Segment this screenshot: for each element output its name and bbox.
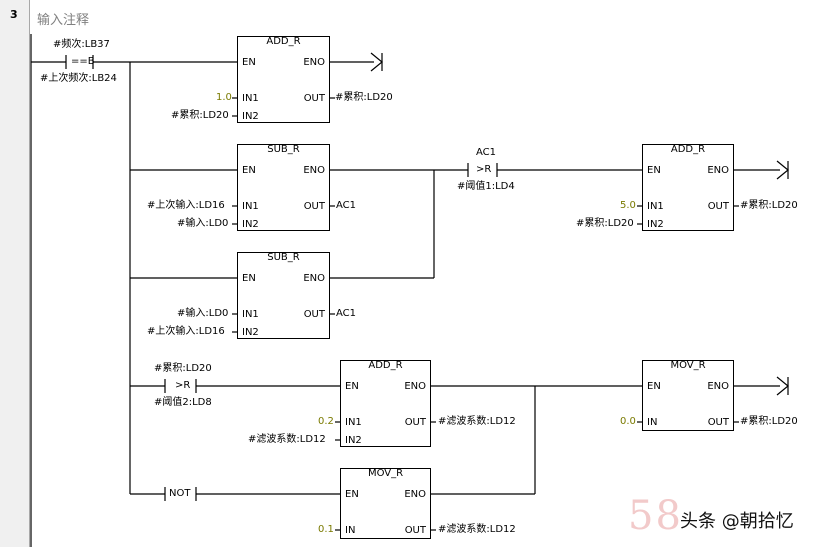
sub1-in2-value[interactable]: #输入:LD0 xyxy=(177,218,229,229)
in1-pin: IN1 xyxy=(345,417,362,428)
box-title: ADD_R xyxy=(266,36,301,47)
contact-eq-bottom-label: #上次频次:LB24 xyxy=(40,73,117,84)
in2-pin: IN2 xyxy=(345,435,362,446)
add-r-box-3[interactable]: ADD_R EN ENO IN1 OUT IN2 xyxy=(340,360,431,447)
box-title: ADD_R xyxy=(368,360,403,371)
in1-pin: IN1 xyxy=(242,201,259,212)
out-pin: OUT xyxy=(303,93,325,104)
add3-out-value[interactable]: #滤波系数:LD12 xyxy=(438,416,516,427)
add1-out-value[interactable]: #累积:LD20 xyxy=(335,92,393,103)
in2-pin: IN2 xyxy=(647,219,664,230)
eno-pin: ENO xyxy=(404,381,426,392)
eno-pin: ENO xyxy=(303,165,325,176)
en-pin: EN xyxy=(345,489,359,500)
contact-not-op[interactable]: NOT xyxy=(169,488,191,500)
sub2-out-value[interactable]: AC1 xyxy=(336,308,357,319)
eno-pin: ENO xyxy=(303,57,325,68)
watermark-label: 头条 @朝拾忆 xyxy=(680,511,794,532)
watermark-digits: 58 xyxy=(628,493,683,539)
in2-pin: IN2 xyxy=(242,111,259,122)
eno-pin: ENO xyxy=(707,165,729,176)
eno-pin: ENO xyxy=(707,381,729,392)
out-pin: OUT xyxy=(303,201,325,212)
contact-gt2-op[interactable]: >R xyxy=(175,380,191,391)
add2-in1-value[interactable]: 5.0 xyxy=(620,200,636,211)
add-r-box-2[interactable]: ADD_R EN ENO IN1 OUT IN2 xyxy=(642,144,734,231)
in1-pin: IN1 xyxy=(242,309,259,320)
add-r-box-1[interactable]: ADD_R EN ENO IN1 OUT IN2 xyxy=(237,36,330,123)
add3-in2-value[interactable]: #滤波系数:LD12 xyxy=(248,434,326,445)
in-pin: IN xyxy=(647,417,658,428)
en-pin: EN xyxy=(345,381,359,392)
box-title: SUB_R xyxy=(267,252,300,263)
add2-out-value[interactable]: #累积:LD20 xyxy=(740,200,798,211)
en-pin: EN xyxy=(242,57,256,68)
mov2-in-value[interactable]: 0.1 xyxy=(318,524,334,535)
in-pin: IN xyxy=(345,525,356,536)
in1-pin: IN1 xyxy=(647,201,664,212)
mov1-out-value[interactable]: #累积:LD20 xyxy=(740,416,798,427)
add1-in2-value[interactable]: #累积:LD20 xyxy=(171,110,229,121)
contact-gt2-bottom-label: #阈值2:LD8 xyxy=(154,397,212,408)
contact-gt1-top-label: AC1 xyxy=(476,147,497,158)
out-pin: OUT xyxy=(303,309,325,320)
contact-gt1-bottom-label: #阈值1:LD4 xyxy=(457,181,515,192)
mov-r-box-1[interactable]: MOV_R EN ENO IN OUT xyxy=(642,360,734,431)
en-pin: EN xyxy=(647,165,661,176)
box-title: ADD_R xyxy=(670,144,706,155)
box-title: MOV_R xyxy=(367,468,404,479)
network-title[interactable]: 输入注释 xyxy=(37,13,90,28)
box-title: SUB_R xyxy=(267,144,300,155)
mov2-out-value[interactable]: #滤波系数:LD12 xyxy=(438,524,516,535)
sub2-in2-value[interactable]: #上次输入:LD16 xyxy=(147,326,225,337)
en-pin: EN xyxy=(242,165,256,176)
add2-in2-value[interactable]: #累积:LD20 xyxy=(576,218,634,229)
eno-pin: ENO xyxy=(303,273,325,284)
out-pin: OUT xyxy=(404,525,426,536)
eno-pin: ENO xyxy=(404,489,426,500)
sub-r-box-2[interactable]: SUB_R EN ENO IN1 OUT IN2 xyxy=(237,252,330,339)
contact-gt1-op[interactable]: >R xyxy=(476,164,492,175)
sub1-in1-value[interactable]: #上次输入:LD16 xyxy=(147,200,225,211)
sub1-out-value[interactable]: AC1 xyxy=(336,200,357,211)
contact-eq-top-label: #频次:LB37 xyxy=(53,39,110,50)
en-pin: EN xyxy=(242,273,256,284)
network-number: 3 xyxy=(10,8,18,21)
network-gutter: 3 xyxy=(0,0,30,547)
contact-gt2-top-label: #累积:LD20 xyxy=(154,363,212,374)
add1-in1-value[interactable]: 1.0 xyxy=(216,92,232,103)
out-pin: OUT xyxy=(707,201,729,212)
out-pin: OUT xyxy=(707,417,729,428)
mov1-in-value[interactable]: 0.0 xyxy=(620,416,636,427)
sub2-in1-value[interactable]: #输入:LD0 xyxy=(177,308,229,319)
mov-r-box-2[interactable]: MOV_R EN ENO IN OUT xyxy=(340,468,431,539)
add3-in1-value[interactable]: 0.2 xyxy=(318,416,334,427)
out-pin: OUT xyxy=(404,417,426,428)
en-pin: EN xyxy=(647,381,661,392)
sub-r-box-1[interactable]: SUB_R EN ENO IN1 OUT IN2 xyxy=(237,144,330,231)
in2-pin: IN2 xyxy=(242,327,259,338)
in2-pin: IN2 xyxy=(242,219,259,230)
box-title: MOV_R xyxy=(670,360,706,371)
contact-eq-op[interactable]: ==B xyxy=(71,56,95,67)
in1-pin: IN1 xyxy=(242,93,259,104)
